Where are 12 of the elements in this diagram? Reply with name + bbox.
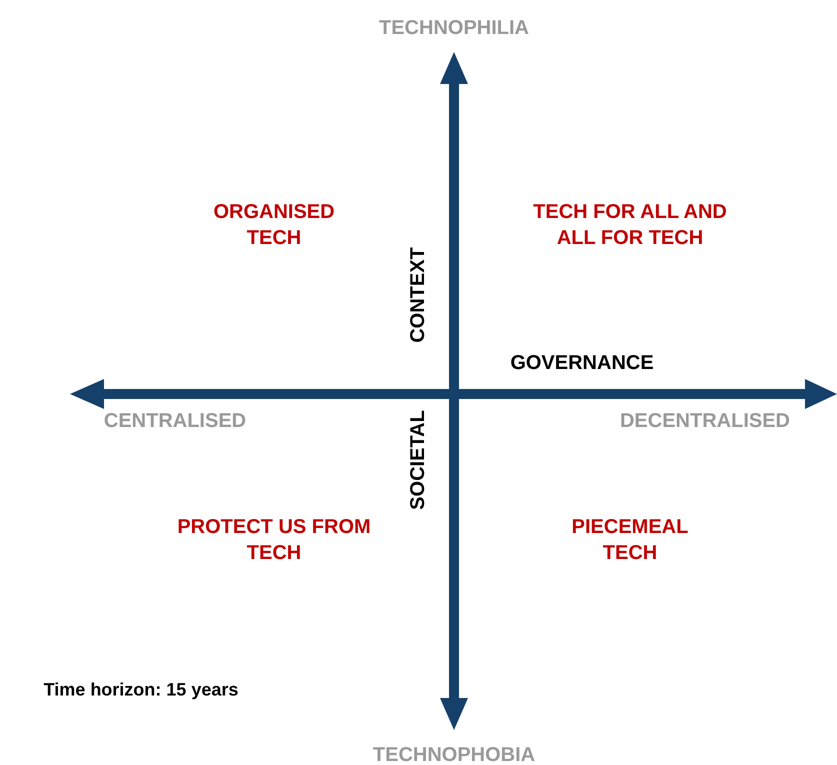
axis-title: CONTEXT [406,247,430,343]
scenario-title: PROTECT US FROM TECH [176,515,372,566]
scenario-title: TECH FOR ALL AND ALL FOR TECH [532,200,728,251]
axis-title: GOVERNANCE [510,351,654,376]
note-text: Time horizon: 15 years [44,678,238,702]
scenario-title: ORGANISED TECH [212,200,336,251]
axis-title: SOCIETAL [406,410,430,510]
axis-end-label: CENTRALISED [104,409,246,434]
scenario-title: PIECEMEAL TECH [570,515,690,566]
axis-end-label: DECENTRALISED [620,409,790,434]
axis-end-label: TECHNOPHILIA [379,16,529,41]
axis-end-label: TECHNOPHOBIA [372,743,536,765]
